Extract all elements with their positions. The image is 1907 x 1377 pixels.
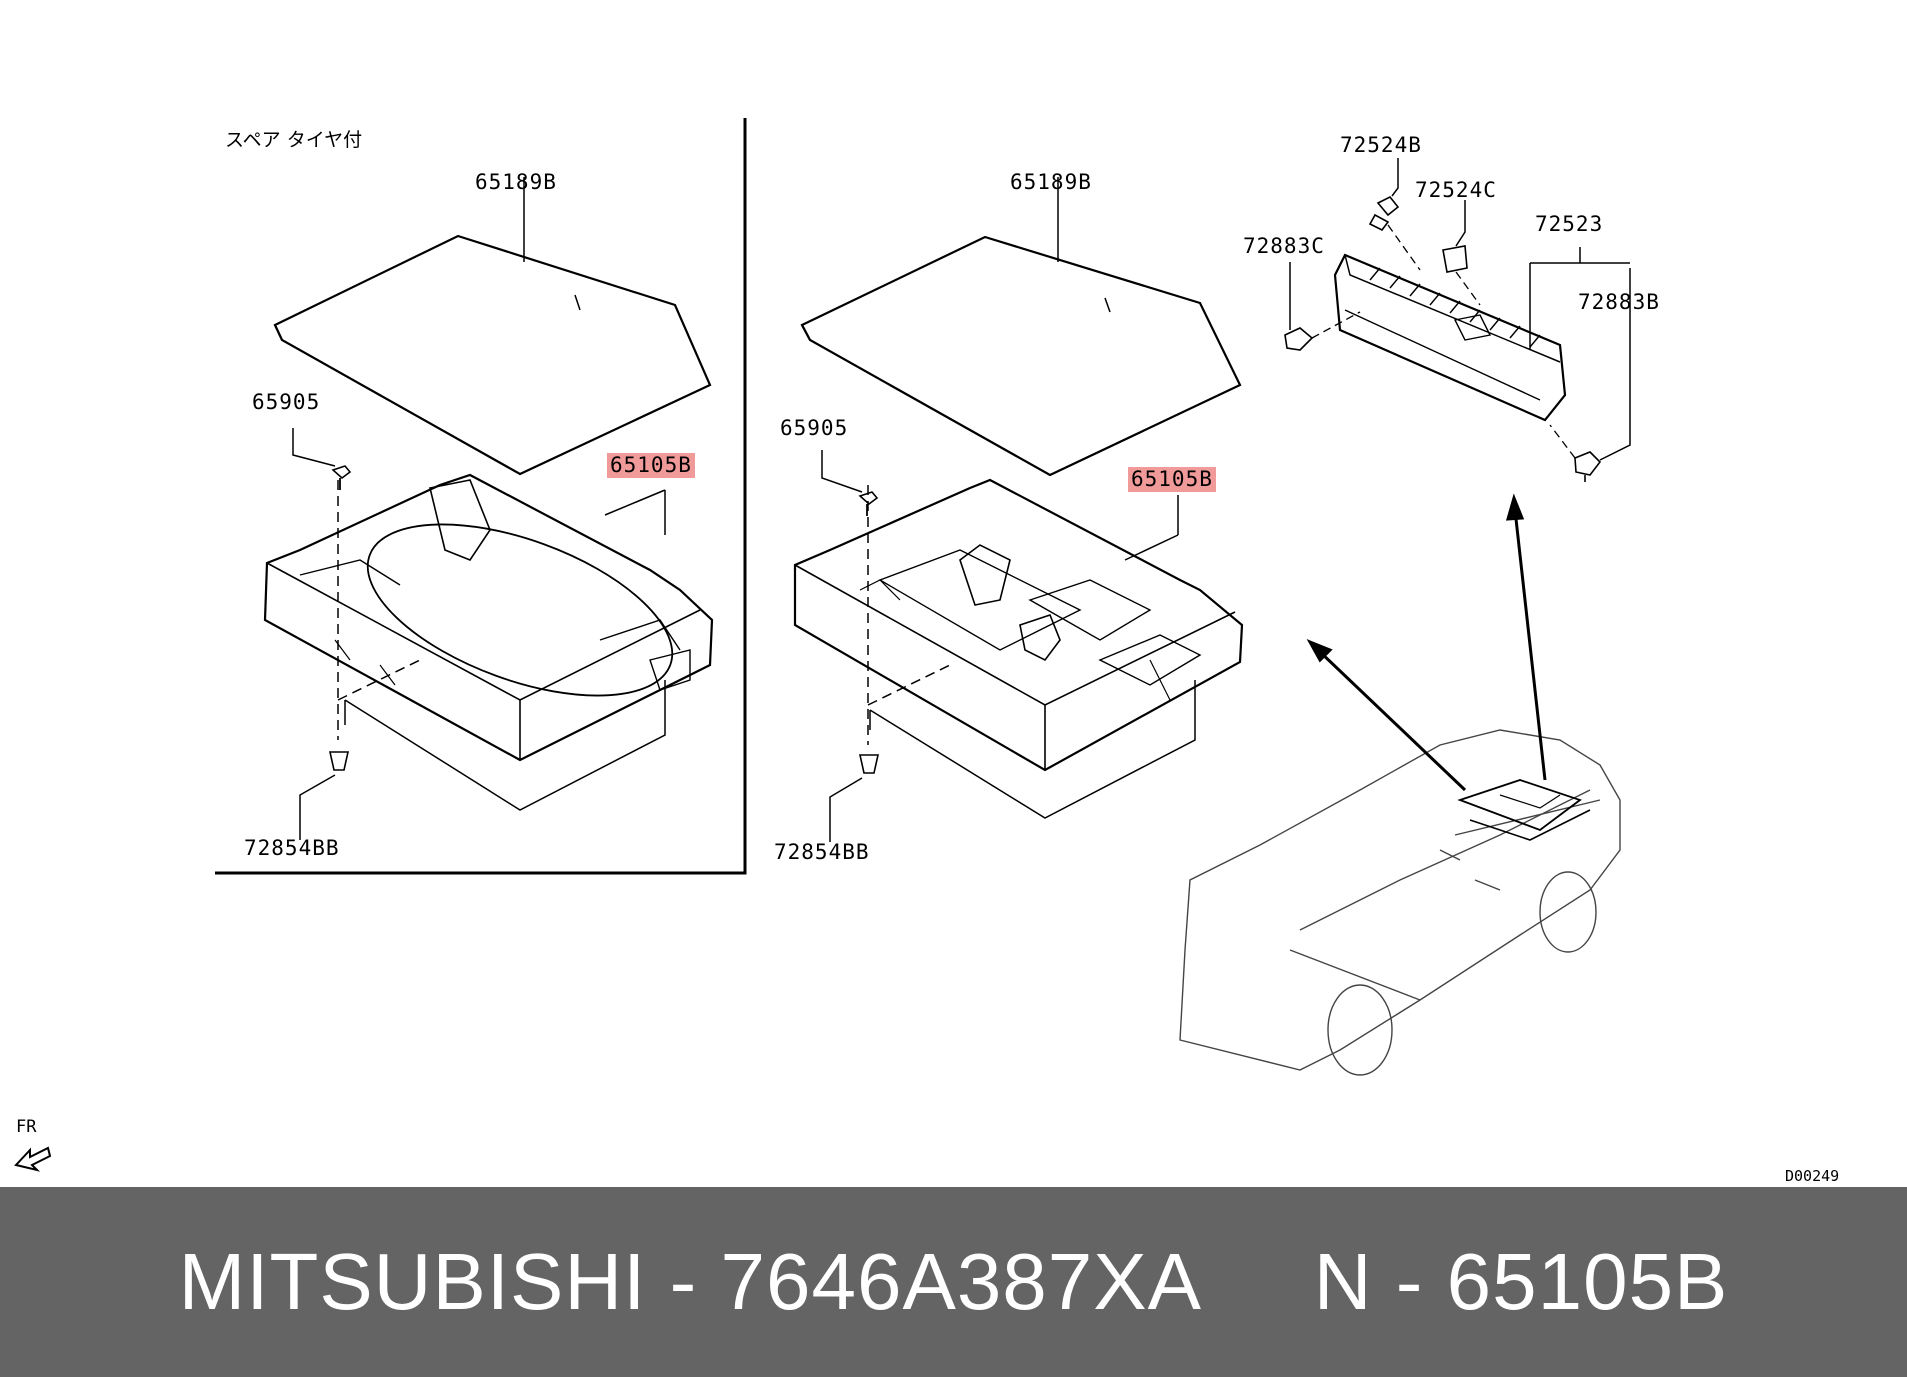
- left-clip-label: 65905: [252, 390, 321, 414]
- left-fastener-label: 72854BB: [244, 836, 340, 860]
- mid-storage-tub: [793, 478, 1244, 819]
- left-box-label: 65105B: [607, 453, 695, 478]
- arrow-to-trim: [1513, 509, 1547, 781]
- left-cover-label: 65189B: [475, 170, 557, 194]
- mid-fastener-label: 72854BB: [774, 840, 870, 864]
- part-number-text: MITSUBISHI - 7646A387XA N - 65105B: [178, 1237, 1729, 1326]
- right-bolt-part: [1368, 158, 1421, 271]
- left-clip-part: [292, 428, 352, 490]
- mid-box-label: 65105B: [1128, 467, 1216, 492]
- arrow-head-mid: [1306, 639, 1333, 663]
- diagram-drawing: [14, 118, 1631, 1172]
- left-fastener-part: [299, 751, 349, 840]
- right-scuff-trim: [1333, 253, 1567, 422]
- right-clip-c-part: [1284, 262, 1361, 351]
- drawing-code: D00249: [1785, 1167, 1840, 1185]
- mid-clip-label: 65905: [780, 416, 849, 440]
- left-storage-tub: [263, 473, 714, 811]
- right-nut-label: 72524C: [1415, 178, 1497, 202]
- parts-diagram: スペア タイヤ付 65189B 65905 65105B 72854BB 651…: [14, 118, 1840, 1185]
- right-clip-b-label: 72883B: [1578, 290, 1660, 314]
- fr-arrow-icon: [14, 1146, 52, 1172]
- right-trim-label: 72523: [1535, 212, 1604, 236]
- mid-fastener-part: [829, 754, 879, 842]
- right-clip-b-part: [1549, 268, 1631, 482]
- mid-cover-label: 65189B: [1010, 170, 1092, 194]
- fr-label: FR: [16, 1117, 37, 1137]
- right-trim-bracket: [1529, 247, 1630, 350]
- spare-tire-note: スペア タイヤ付: [225, 129, 363, 151]
- direction-arrows: [1306, 493, 1547, 792]
- right-nut-part: [1442, 200, 1481, 306]
- vehicle-outline: [1179, 729, 1621, 1076]
- panel-divider: [215, 118, 747, 875]
- part-number-banner: MITSUBISHI - 7646A387XA N - 65105B: [0, 1187, 1907, 1377]
- mid-clip-part: [821, 450, 879, 516]
- right-bolt-label: 72524B: [1340, 133, 1422, 157]
- arrow-to-mid-tub: [1316, 648, 1467, 792]
- right-clip-c-label: 72883C: [1243, 234, 1325, 258]
- mid-cover-board: [800, 177, 1242, 477]
- left-cover-board: [273, 177, 712, 476]
- arrow-head-trim: [1505, 493, 1525, 521]
